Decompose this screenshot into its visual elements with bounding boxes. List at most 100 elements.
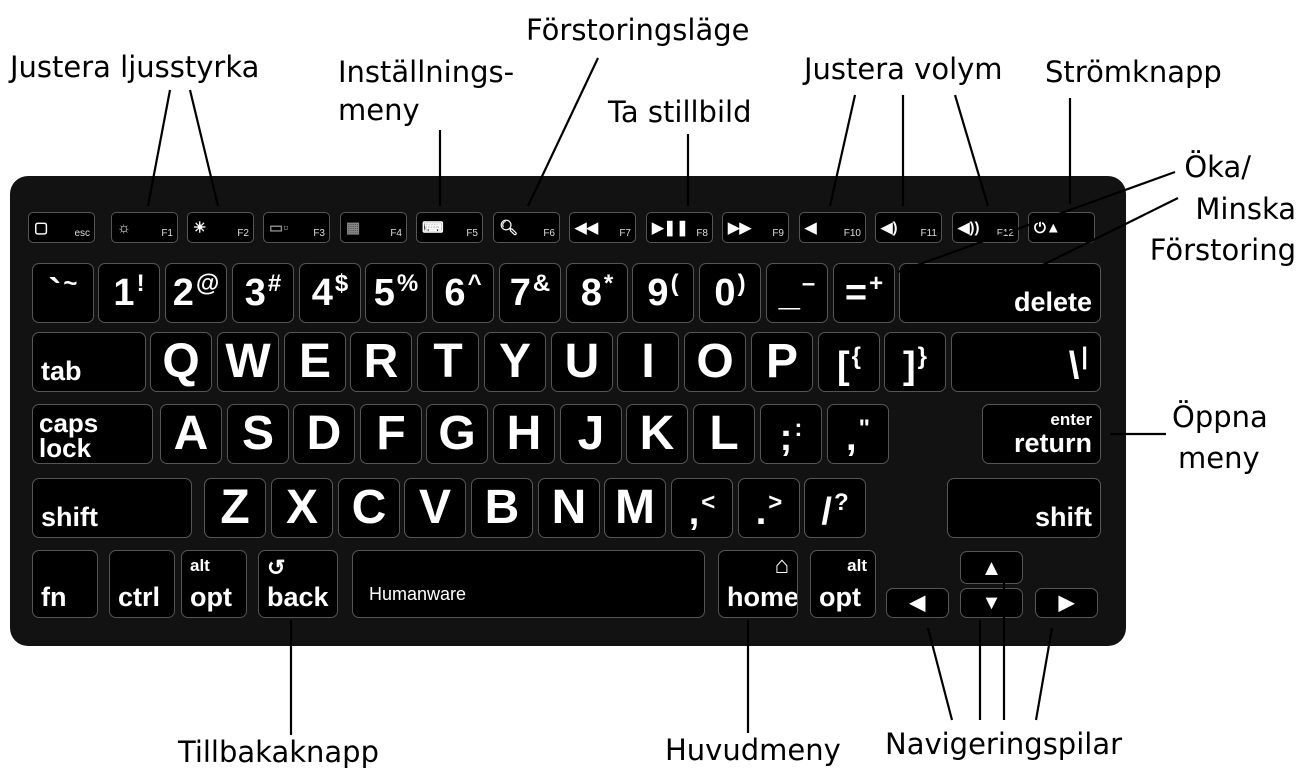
key-semicolon-shift: :	[794, 415, 803, 442]
key-b[interactable]: B	[471, 478, 533, 538]
key-arrow-left[interactable]: ◀	[886, 588, 949, 618]
key-delete[interactable]: delete	[899, 263, 1101, 323]
key-ctrl[interactable]: ctrl	[109, 550, 175, 618]
undo-arrow-icon: ↺	[267, 555, 286, 580]
key-option-left[interactable]: alt opt	[181, 550, 247, 618]
key-space[interactable]: Humanware	[352, 550, 705, 618]
key-ctrl-label: ctrl	[118, 582, 161, 612]
key-close-bracket[interactable]: ]}	[884, 332, 946, 392]
key-8[interactable]: 8*	[566, 263, 628, 323]
key-shift-left[interactable]: shift	[32, 478, 192, 538]
key-5[interactable]: 5%	[365, 263, 427, 323]
key-d[interactable]: D	[293, 404, 355, 464]
key-slash[interactable]: /?	[804, 478, 866, 538]
key-n[interactable]: N	[538, 478, 600, 538]
key-open-bracket[interactable]: [{	[818, 332, 880, 392]
key-backtick[interactable]: `~	[32, 263, 94, 323]
key-s[interactable]: S	[227, 404, 289, 464]
key-back[interactable]: ↺ back	[258, 550, 338, 618]
key-0[interactable]: 0)	[699, 263, 761, 323]
key-minus[interactable]: _–	[766, 263, 828, 323]
key-a[interactable]: A	[160, 404, 222, 464]
key-6[interactable]: 6^	[432, 263, 494, 323]
key-arrow-down[interactable]: ▼	[960, 588, 1023, 618]
key-f6-magnification[interactable]: 🔍︎ F6	[493, 212, 560, 243]
key-fn[interactable]: fn	[32, 550, 98, 618]
key-arrow-up[interactable]: ▲	[960, 551, 1023, 584]
key-h[interactable]: H	[493, 404, 555, 464]
key-comma[interactable]: ,<	[671, 478, 733, 538]
key-f5-label: F5	[466, 228, 478, 239]
key-j[interactable]: J	[560, 404, 622, 464]
key-f5-settings-menu[interactable]: ⌨ F5	[416, 212, 483, 243]
key-f7-rewind[interactable]: ◀◀ F7	[569, 212, 636, 243]
key-open-bracket-main: [	[837, 345, 850, 387]
key-shift-right[interactable]: shift	[947, 478, 1101, 538]
key-r[interactable]: R	[350, 332, 412, 392]
key-backtick-legend: `~	[33, 270, 93, 313]
key-o[interactable]: O	[684, 332, 746, 392]
key-t[interactable]: T	[417, 332, 479, 392]
key-c[interactable]: C	[338, 478, 400, 538]
key-return[interactable]: enter return	[982, 404, 1101, 464]
key-equals[interactable]: =+	[833, 263, 895, 323]
key-period[interactable]: .>	[738, 478, 800, 538]
key-g[interactable]: G	[426, 404, 488, 464]
key-f3-label: F3	[313, 228, 325, 239]
arrow-left-icon: ◀	[909, 592, 926, 614]
key-fn-label: fn	[41, 582, 67, 612]
callout-back-button: Tillbakaknapp	[178, 735, 379, 769]
key-f10-mute[interactable]: ◀ F10	[799, 212, 866, 243]
key-option-right[interactable]: alt opt	[810, 550, 876, 618]
key-f11-volume-down[interactable]: ◀) F11	[875, 212, 942, 243]
key-3[interactable]: 3#	[232, 263, 294, 323]
key-open-bracket-shift: {	[851, 343, 861, 370]
key-quote[interactable]: ,"	[827, 404, 889, 464]
key-f1-brightness-down[interactable]: ☼ F1	[111, 212, 178, 243]
key-v[interactable]: V	[404, 478, 466, 538]
key-l[interactable]: L	[693, 404, 755, 464]
key-home[interactable]: ⌂ home	[718, 550, 798, 618]
key-m[interactable]: M	[604, 478, 666, 538]
key-x[interactable]: X	[271, 478, 333, 538]
key-7[interactable]: 7&	[499, 263, 561, 323]
key-semicolon[interactable]: ;:	[760, 404, 822, 464]
key-backslash[interactable]: \|	[951, 332, 1101, 392]
brightness-high-icon: ☀	[193, 219, 207, 236]
key-2-main: 2	[172, 272, 194, 314]
key-y[interactable]: Y	[484, 332, 546, 392]
key-p-label: P	[765, 335, 798, 388]
key-1[interactable]: 1!	[98, 263, 160, 323]
key-q[interactable]: Q	[150, 332, 212, 392]
key-u[interactable]: U	[551, 332, 613, 392]
key-w[interactable]: W	[217, 332, 279, 392]
key-f4[interactable]: ▦ F4	[340, 212, 407, 243]
key-5-legend: 5%	[366, 272, 426, 313]
key-f2-brightness-up[interactable]: ☀ F2	[187, 212, 254, 243]
brightness-low-icon: ☼	[117, 219, 131, 236]
key-backtick-shift: ~	[63, 270, 78, 297]
key-arrow-right[interactable]: ▶	[1035, 588, 1098, 618]
key-e[interactable]: E	[284, 332, 346, 392]
key-z[interactable]: Z	[204, 478, 266, 538]
key-f12-volume-up[interactable]: ◀)) F12	[952, 212, 1019, 243]
key-9[interactable]: 9(	[632, 263, 694, 323]
key-power[interactable]: ⏻▲	[1028, 212, 1095, 243]
key-k[interactable]: K	[626, 404, 688, 464]
key-f8-play-pause[interactable]: ▶❚❚ F8	[646, 212, 713, 243]
key-2[interactable]: 2@	[165, 263, 227, 323]
key-esc[interactable]: ▢ esc	[28, 212, 95, 243]
key-f[interactable]: F	[360, 404, 422, 464]
key-i[interactable]: I	[617, 332, 679, 392]
key-4-main: 4	[311, 272, 333, 314]
key-m-label: M	[615, 481, 655, 534]
key-tab[interactable]: tab	[32, 332, 146, 392]
key-6-legend: 6^	[433, 272, 493, 313]
key-f9-fast-forward[interactable]: ▶▶ F9	[722, 212, 789, 243]
key-backslash-legend: \|	[952, 345, 1088, 386]
key-4[interactable]: 4$	[299, 263, 361, 323]
key-p[interactable]: P	[751, 332, 813, 392]
key-f3[interactable]: ▭▫ F3	[263, 212, 330, 243]
